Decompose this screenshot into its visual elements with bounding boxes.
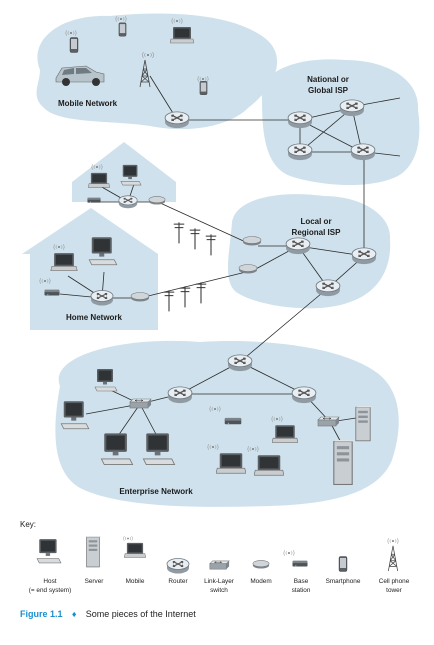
key-label-base: Base bbox=[294, 578, 309, 585]
key-label-server: Server bbox=[85, 578, 105, 585]
caption-separator: ♦ bbox=[71, 611, 77, 619]
base-station-icon bbox=[292, 560, 308, 567]
cell-tower-icon bbox=[387, 545, 399, 572]
key-sub-base: station bbox=[292, 587, 311, 594]
waves-icon bbox=[387, 538, 399, 544]
key-label-smartphone: Smartphone bbox=[326, 578, 361, 585]
switch-icon bbox=[317, 416, 340, 427]
modem-icon bbox=[252, 560, 270, 569]
home-network-label: Home Network bbox=[66, 313, 123, 322]
router-icon bbox=[350, 143, 376, 161]
key-sub-switch: switch bbox=[210, 587, 228, 594]
router-icon bbox=[285, 237, 311, 255]
regional-isp-label-2: Regional ISP bbox=[292, 228, 342, 237]
laptop-icon bbox=[50, 252, 78, 272]
router-icon bbox=[166, 558, 190, 574]
mobile-network-label: Mobile Network bbox=[58, 99, 118, 108]
base-station-icon bbox=[87, 197, 101, 203]
server-icon bbox=[332, 440, 356, 486]
figure-number: Figure 1.1 bbox=[20, 609, 63, 619]
laptop-icon bbox=[272, 424, 298, 443]
router-icon bbox=[287, 111, 313, 129]
mobile-icon bbox=[124, 542, 146, 558]
home-network-region bbox=[22, 208, 158, 330]
switch-icon bbox=[209, 560, 230, 570]
router-icon bbox=[339, 99, 365, 117]
enterprise-network-label: Enterprise Network bbox=[119, 487, 193, 496]
regional-isp-region bbox=[227, 194, 391, 309]
key-label-host: Host bbox=[43, 578, 56, 585]
modem-icon bbox=[238, 264, 258, 274]
base-station-icon bbox=[224, 417, 242, 425]
key-label-mobile: Mobile bbox=[126, 578, 145, 585]
key-label-router: Router bbox=[168, 578, 188, 585]
key-label-switch: Link-Layer bbox=[204, 578, 235, 585]
router-icon bbox=[351, 247, 377, 265]
router-icon bbox=[287, 143, 313, 161]
switch-icon bbox=[129, 398, 152, 409]
key-icons bbox=[36, 536, 399, 574]
base-station-icon bbox=[44, 289, 60, 296]
caption-text: Some pieces of the Internet bbox=[86, 609, 197, 619]
key-sub-tower: tower bbox=[386, 587, 402, 594]
poles-upper bbox=[173, 221, 217, 256]
router-icon bbox=[164, 111, 190, 129]
router-icon bbox=[227, 354, 253, 372]
key-label-modem: Modem bbox=[250, 578, 271, 585]
router-icon bbox=[167, 386, 193, 404]
modem-icon bbox=[148, 196, 166, 205]
laptop-icon bbox=[88, 172, 110, 188]
key-labels: Host (= end system) Server Mobile Router… bbox=[29, 578, 410, 594]
car-icon bbox=[55, 65, 105, 86]
key-title: Key: bbox=[20, 520, 36, 529]
router-icon bbox=[315, 279, 341, 297]
modem-icon bbox=[130, 292, 150, 302]
mobile-devices bbox=[55, 16, 209, 96]
key-label-tower: Cell phone bbox=[379, 578, 410, 585]
waves-icon bbox=[283, 550, 295, 556]
key-sub-host: (= end system) bbox=[29, 587, 71, 594]
waves-icon bbox=[123, 536, 133, 541]
poles-lower bbox=[163, 281, 207, 312]
regional-isp-label-1: Local or bbox=[300, 217, 331, 226]
router-icon bbox=[291, 386, 317, 404]
router-icon bbox=[90, 290, 114, 306]
server-icon bbox=[355, 406, 374, 442]
national-isp-label-1: National or bbox=[307, 75, 349, 84]
modem-icon bbox=[242, 236, 262, 246]
smartphone-icon bbox=[338, 556, 348, 572]
laptop-icon bbox=[254, 454, 284, 476]
laptop-icon bbox=[216, 452, 246, 474]
mobile-network-region bbox=[36, 13, 278, 130]
figure-caption: Figure 1.1 ♦ Some pieces of the Internet bbox=[20, 604, 196, 621]
server-icon bbox=[86, 536, 102, 568]
host-icon bbox=[36, 538, 62, 564]
national-isp-label-2: Global ISP bbox=[308, 86, 349, 95]
router-icon bbox=[118, 195, 138, 209]
